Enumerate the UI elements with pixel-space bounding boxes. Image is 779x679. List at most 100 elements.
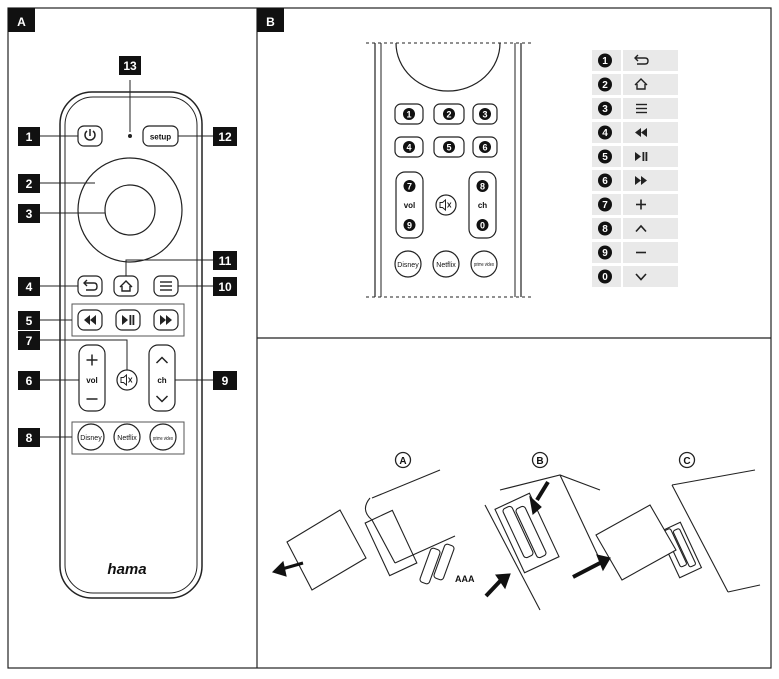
- keypad-prime-video-button[interactable]: [470, 250, 498, 278]
- remote-body-inner: [64, 96, 198, 594]
- callout-10-box: [213, 277, 237, 296]
- key-2-badge: [443, 108, 455, 120]
- legend-number: 0: [602, 272, 608, 283]
- callout-8: 8: [26, 431, 33, 445]
- back-button[interactable]: [77, 275, 103, 297]
- keypad-netflix-label: Netflix: [436, 262, 456, 269]
- callout-6-box: [18, 371, 40, 390]
- callout-lines: [40, 80, 213, 438]
- callout-1: 1: [26, 130, 33, 144]
- channel-rocker[interactable]: [148, 344, 176, 412]
- step-a-label: A: [399, 456, 406, 467]
- play-pause-icon: [635, 152, 648, 161]
- netflix-label: Netflix: [117, 435, 137, 442]
- ch-label: ch: [157, 376, 166, 385]
- open-compartment: [494, 492, 560, 574]
- menu-icon: [636, 103, 647, 114]
- prime-video-label: prime video: [153, 436, 173, 442]
- keypad-netflix-button[interactable]: [432, 250, 460, 278]
- key-8-badge: [476, 180, 489, 192]
- plus-icon: [636, 199, 646, 210]
- key-0-label: 0: [480, 221, 485, 231]
- callout-4-box: [18, 277, 40, 296]
- legend-number: 3: [602, 104, 608, 115]
- volume-rocker[interactable]: [78, 344, 106, 412]
- callout-10: 10: [218, 280, 232, 294]
- key-0-badge: [476, 219, 489, 231]
- chevron-up-icon: [635, 224, 647, 233]
- step-a-circle: [394, 451, 412, 469]
- home-icon: [634, 78, 648, 90]
- setup-label: setup: [150, 133, 171, 142]
- key-9-badge: [403, 219, 416, 231]
- chevron-up-icon: [155, 356, 169, 364]
- callout-9-box: [213, 371, 237, 390]
- number-legend-table: 1 2 3 4 5 6 7 8: [592, 50, 678, 287]
- netflix-button[interactable]: [113, 423, 141, 451]
- plus-icon: [86, 354, 98, 366]
- callout-13-box: [119, 56, 141, 75]
- aaa-batteries: [419, 543, 455, 585]
- legend-number: 2: [602, 80, 608, 91]
- prime-video-button[interactable]: [149, 423, 177, 451]
- keypad-volume-rocker[interactable]: [395, 171, 424, 239]
- key-6-badge: [479, 141, 491, 153]
- callout-2-box: [18, 174, 40, 193]
- legend-number: 4: [602, 128, 608, 139]
- legend-number: 5: [602, 152, 608, 163]
- keypad-disney-label: Disney: [397, 262, 419, 269]
- legend-row: [592, 98, 678, 119]
- key-4-label: 4: [406, 143, 411, 153]
- back-icon: [634, 54, 649, 65]
- step-c-label: C: [683, 456, 690, 467]
- mute-icon: [120, 373, 133, 387]
- press-arrow-icon: [494, 573, 511, 590]
- legend-row: [592, 242, 678, 263]
- keypad-channel-rocker[interactable]: [468, 171, 497, 239]
- key-2-label: 2: [446, 110, 451, 120]
- legend-badge: [598, 245, 612, 260]
- key-3-label: 3: [482, 110, 487, 120]
- close-arrow-icon: [596, 554, 611, 572]
- key-1-badge: [403, 108, 415, 120]
- closing-cover: [595, 504, 677, 581]
- callouts: 13 1 12 2 3 11 4 10 5 7 6 9 8: [18, 56, 237, 447]
- callout-11: 11: [219, 254, 232, 268]
- legend-badge: [598, 149, 612, 164]
- legend-row: [592, 266, 678, 287]
- ok-button[interactable]: [104, 184, 156, 236]
- battery-cover: [286, 509, 367, 591]
- callout-8-box: [18, 428, 40, 447]
- battery-2: [515, 505, 547, 559]
- back-icon: [83, 279, 98, 291]
- callout-7: 7: [26, 334, 33, 348]
- keypad-disney-button[interactable]: [394, 250, 422, 278]
- callout-9: 9: [222, 374, 229, 388]
- fast-forward-icon: [635, 176, 647, 185]
- legend-number: 9: [602, 248, 608, 259]
- key-7-label: 7: [407, 182, 412, 192]
- legend-number: 1: [602, 56, 608, 67]
- chevron-down-icon: [635, 273, 647, 281]
- legend-badge: [598, 173, 612, 188]
- callout-7-box: [18, 331, 40, 350]
- callout-3: 3: [26, 207, 33, 221]
- legend-number: 7: [602, 200, 608, 211]
- disney-button[interactable]: [77, 423, 105, 451]
- battery-type-label: AAA: [455, 574, 475, 584]
- step-b-illustration: [484, 474, 601, 611]
- fast-forward-icon: [160, 315, 172, 325]
- home-icon: [119, 280, 133, 292]
- legend-badge: [598, 197, 612, 212]
- menu-icon: [160, 281, 172, 291]
- key-8-label: 8: [480, 182, 485, 192]
- legend-badge: [598, 125, 612, 140]
- home-button[interactable]: [113, 275, 139, 297]
- panel-b-label-box: [257, 8, 284, 32]
- keypad-mute-icon: [439, 198, 452, 212]
- play-pause-icon: [122, 315, 135, 325]
- callout-3-box: [18, 204, 40, 223]
- led-indicator: [128, 134, 132, 138]
- chevron-down-icon: [155, 395, 169, 403]
